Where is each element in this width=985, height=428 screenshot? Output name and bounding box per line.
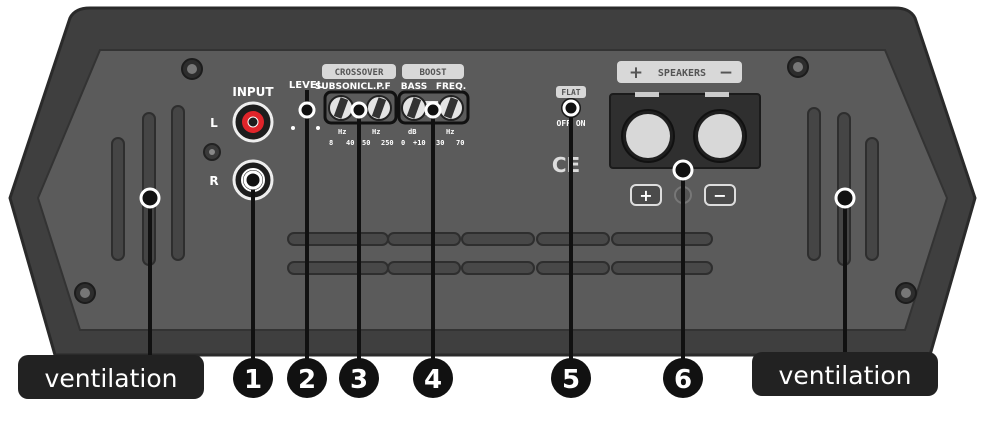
speaker-terminal-tab-left [635,92,659,97]
boost-label: BOOST [419,68,447,78]
bass-knob[interactable] [401,95,427,121]
callout-6-number: 6 [674,365,692,395]
polarity-minus-badge [704,184,736,206]
polarity-plus: + [639,186,652,205]
input-right-label: R [209,174,218,188]
lpf-max: 250 [381,139,394,147]
flat-label: FLAT [561,88,580,97]
speakers-plus: + [629,63,643,83]
speaker-terminal-negative[interactable] [693,109,747,163]
speaker-terminal-positive[interactable] [621,109,675,163]
ground-screw [203,143,221,161]
freq-unit: Hz [446,128,454,136]
callout-5: 5 [551,358,591,398]
bass-unit: dB [408,128,416,136]
subsonic-label: SUBSONIC [315,82,368,92]
subsonic-min: 8 [329,139,333,147]
bass-max: +10 [413,139,426,147]
level-dot-min [291,126,295,130]
lpf-knob[interactable] [366,95,392,121]
lpf-label: L.P.F [367,82,391,92]
speakers-tab [617,61,742,83]
boost-tab [402,64,464,79]
callout-3: 3 [339,358,379,398]
callout-4: 4 [413,358,453,398]
screw-bottom-left [74,282,96,304]
screw-bottom-right [895,282,917,304]
lpf-unit: Hz [372,128,380,136]
callout-leaders [148,90,847,362]
polarity-plus-badge [630,184,662,206]
rca-input-left[interactable] [232,101,274,143]
subsonic-max: 40 [346,139,354,147]
freq-label: FREQ. [436,82,466,92]
subsonic-knob[interactable] [328,95,354,121]
speakers-label: SPEAKERS [658,68,706,79]
callout-1-number: 1 [244,365,262,395]
callout-dots [139,99,856,209]
ce-mark: CE [552,153,580,177]
freq-knob[interactable] [438,95,464,121]
callout-3-number: 3 [350,365,368,395]
screw-top-right [787,56,809,78]
screw-top-left [181,58,203,80]
subsonic-unit: Hz [338,128,346,136]
ventilation-left-box [18,355,204,399]
level-label: LEVEL [289,80,324,91]
callout-6: 6 [663,358,703,398]
flat-tab [556,86,586,98]
speakers-minus: − [719,63,733,83]
callout-2: 2 [287,358,327,398]
callout-5-number: 5 [562,365,580,395]
callout-4-number: 4 [424,365,442,395]
callout-2-number: 2 [298,365,316,395]
ventilation-right-text: ventilation [779,361,912,390]
polarity-minus: − [713,186,726,205]
callout-1: 1 [233,358,273,398]
input-label: INPUT [232,85,274,99]
ventilation-right-box [752,352,938,396]
bass-label: BASS [401,82,427,92]
freq-min: 30 [436,139,444,147]
freq-max: 70 [456,139,464,147]
crossover-label: CROSSOVER [335,68,384,78]
bass-min: 0 [401,139,405,147]
crossover-tab [322,64,396,79]
speaker-terminal-tab-right [705,92,729,97]
level-dot-max [316,126,320,130]
input-left-label: L [210,116,218,130]
lpf-min: 50 [362,139,370,147]
ventilation-left-text: ventilation [45,364,178,393]
